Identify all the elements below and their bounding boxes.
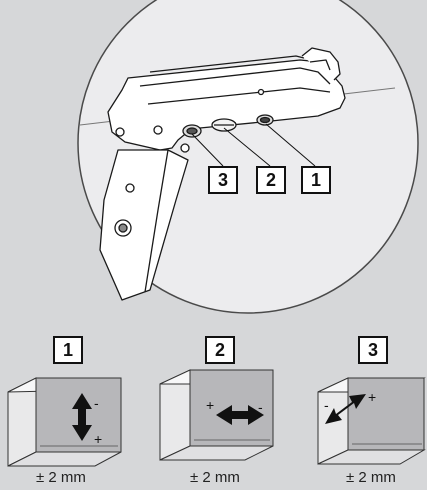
panel-1-plus: +	[94, 431, 103, 447]
callout-3: 3	[208, 166, 238, 194]
panel-1-minus: -	[94, 395, 99, 411]
leader-line-3	[191, 133, 224, 167]
hinge-arm	[99, 143, 190, 301]
panel-3-plus: +	[368, 389, 377, 405]
panel-2-tolerance: ± 2 mm	[190, 469, 240, 486]
leader-line-2	[223, 127, 271, 167]
panel-3-tolerance: ± 2 mm	[346, 469, 396, 486]
panel-2-number: 2	[205, 336, 235, 364]
vertical-arrow-icon	[72, 393, 92, 441]
callout-1: 1	[301, 166, 331, 194]
cabinet-3	[317, 377, 426, 465]
panel-2-minus: -	[258, 399, 263, 415]
cabinet-1	[7, 377, 122, 467]
panel-2-plus: +	[206, 397, 215, 413]
depth-arrow-icon	[325, 394, 366, 424]
panel-1-number: 1	[53, 336, 83, 364]
horizontal-arrow-icon	[216, 405, 264, 425]
leader-line-1	[265, 123, 316, 167]
panel-3-minus: -	[324, 397, 329, 413]
callout-2: 2	[256, 166, 286, 194]
panel-1-tolerance: ± 2 mm	[36, 469, 86, 486]
hinge-body	[107, 47, 346, 151]
panel-3-number: 3	[358, 336, 388, 364]
cabinet-2	[159, 369, 274, 461]
